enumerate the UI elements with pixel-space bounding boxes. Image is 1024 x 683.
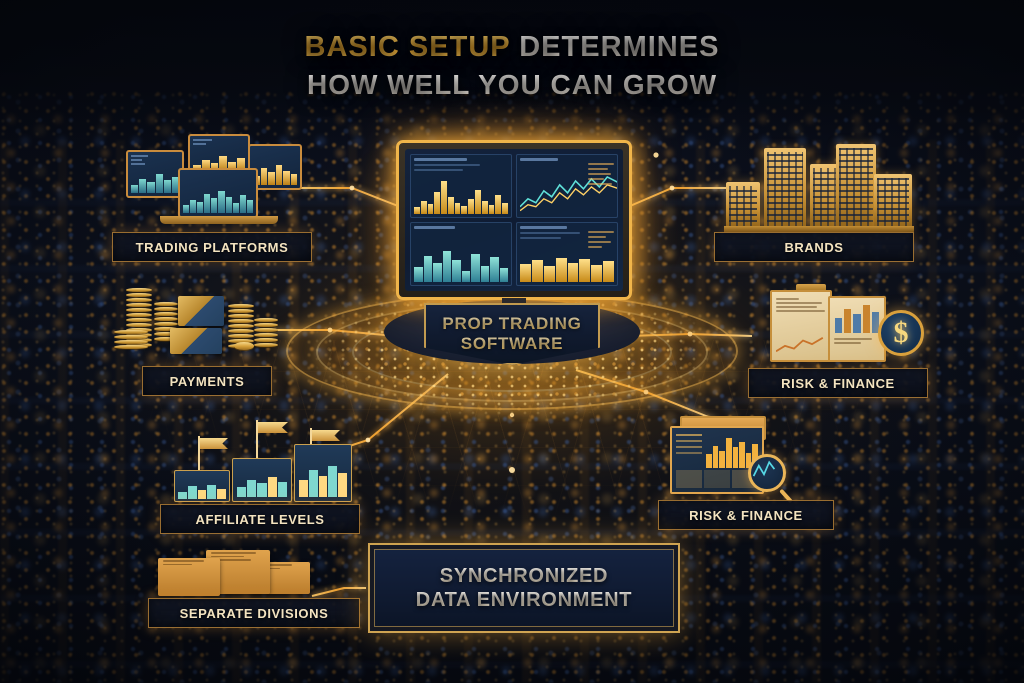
node-payments[interactable]: PAYMENTS <box>112 282 278 404</box>
center-badge-line-1: PROP TRADING <box>442 314 582 333</box>
central-monitor <box>362 114 666 328</box>
dashboard-panel-gauges <box>410 222 512 286</box>
node-risk-finance-top[interactable]: $ RISK & FINANCE <box>748 284 928 406</box>
node-label-brands[interactable]: BRANDS <box>714 232 914 262</box>
node-label-risk-finance-bottom[interactable]: RISK & FINANCE <box>658 500 834 530</box>
dashboard-panel-orders <box>516 222 618 286</box>
bottom-panel-line-1: SYNCHRONIZED <box>439 564 609 587</box>
node-label-risk-finance-top[interactable]: RISK & FINANCE <box>748 368 928 398</box>
headline-line-2-text: HOW WELL YOU CAN GROW <box>307 69 717 101</box>
dashboard-panel-volatility <box>410 154 512 218</box>
stacked-cards-icon <box>154 542 324 598</box>
monitor-screen-dashboard <box>405 149 623 291</box>
monitor-frame <box>396 140 632 300</box>
dashboard-panel-equity-curve <box>516 154 618 218</box>
node-trading-platforms[interactable]: TRADING PLATFORMS <box>112 132 312 264</box>
headline-line-2: HOW WELL YOU CAN GROW <box>0 68 1024 101</box>
node-risk-finance-bottom[interactable]: RISK & FINANCE <box>658 416 834 540</box>
headline-line-1: BASIC SETUP DETERMINES <box>0 30 1024 64</box>
dollar-sign-icon: $ <box>878 310 924 356</box>
gold-buildings-icon <box>724 130 914 232</box>
multi-screen-charts-icon <box>126 132 302 230</box>
tiered-podium-flags-icon <box>170 412 360 504</box>
bottom-panel-line-2: DATA ENVIRONMENT <box>415 589 633 611</box>
node-label-trading-platforms[interactable]: TRADING PLATFORMS <box>112 232 312 262</box>
node-label-payments[interactable]: PAYMENTS <box>142 366 272 396</box>
center-badge-line-2: SOFTWARE <box>460 333 564 353</box>
node-brands[interactable]: BRANDS <box>714 130 914 264</box>
headline-gold-text: BASIC SETUP <box>304 31 511 63</box>
node-affiliate-levels[interactable]: AFFILIATE LEVELS <box>160 412 360 540</box>
node-label-separate-divisions[interactable]: SEPARATE DIVISIONS <box>148 598 360 628</box>
node-separate-divisions[interactable]: SEPARATE DIVISIONS <box>148 542 360 636</box>
headline: BASIC SETUP DETERMINES HOW WELL YOU CAN … <box>0 30 1024 101</box>
headline-white-text: DETERMINES <box>519 31 720 63</box>
clipboard-dollar-icon: $ <box>754 284 926 368</box>
report-magnifier-icon <box>666 416 816 504</box>
gold-coins-stacks-icon <box>112 282 288 360</box>
bottom-panel-synchronized-data-environment[interactable]: SYNCHRONIZED DATA ENVIRONMENT <box>368 543 680 633</box>
node-label-affiliate-levels[interactable]: AFFILIATE LEVELS <box>160 504 360 534</box>
